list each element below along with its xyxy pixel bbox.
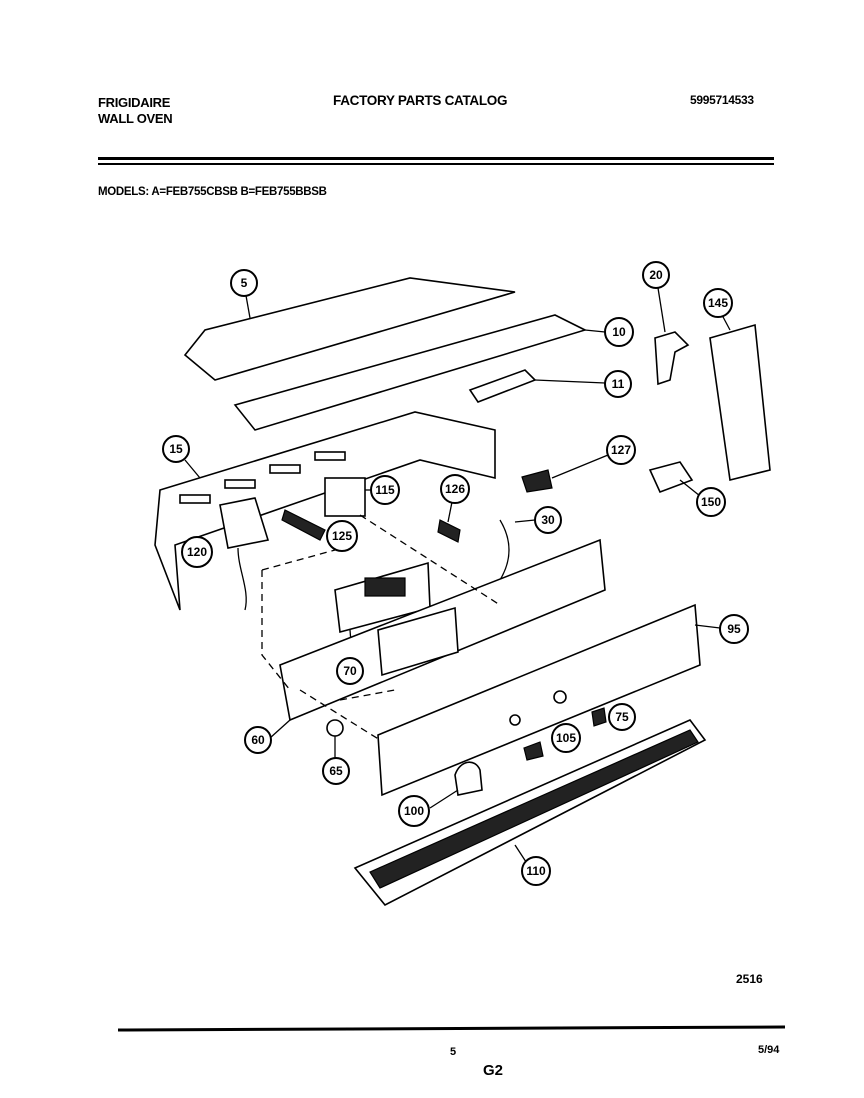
part-126-fuse bbox=[437, 501, 461, 543]
callout-145: 145 bbox=[703, 288, 733, 318]
svg-text:110: 110 bbox=[526, 864, 546, 878]
part-120-thermostat bbox=[219, 497, 270, 611]
svg-text:120: 120 bbox=[187, 545, 207, 559]
callout-5: 5 bbox=[230, 269, 258, 297]
svg-text:145: 145 bbox=[708, 296, 728, 310]
part-mount-bracket bbox=[654, 287, 690, 386]
svg-text:75: 75 bbox=[615, 710, 629, 724]
callout-100: 100 bbox=[398, 795, 430, 827]
svg-text:11: 11 bbox=[612, 377, 625, 391]
part-small-bracket bbox=[468, 369, 606, 403]
revision-date: 5/94 bbox=[758, 1044, 780, 1056]
part-65-knob bbox=[326, 719, 344, 758]
models-line: MODELS: A=FEB755CBSB B=FEB755BBSB bbox=[98, 186, 327, 198]
footer-rule bbox=[117, 1025, 786, 1032]
part-vent-panel bbox=[154, 411, 496, 611]
callout-75: 75 bbox=[608, 703, 636, 731]
svg-text:150: 150 bbox=[701, 495, 721, 509]
callout-95: 95 bbox=[719, 614, 749, 644]
callout-70: 70 bbox=[336, 657, 364, 685]
page-number: 5 bbox=[450, 1046, 457, 1058]
svg-text:127: 127 bbox=[611, 443, 631, 457]
callout-15: 15 bbox=[162, 435, 190, 463]
svg-text:15: 15 bbox=[169, 442, 183, 456]
part-127-sensor bbox=[521, 454, 609, 493]
callout-127: 127 bbox=[606, 435, 636, 465]
part-115-switch bbox=[324, 477, 372, 517]
callout-110: 110 bbox=[521, 856, 551, 886]
svg-text:100: 100 bbox=[404, 804, 424, 818]
callout-30: 30 bbox=[534, 506, 562, 534]
callout-120: 120 bbox=[181, 536, 213, 568]
svg-text:65: 65 bbox=[329, 764, 343, 778]
part-125-fuse bbox=[281, 509, 326, 541]
callout-115: 115 bbox=[370, 475, 400, 505]
brand-name: FRIGIDAIRE bbox=[98, 95, 171, 110]
svg-text:126: 126 bbox=[445, 482, 465, 496]
svg-text:95: 95 bbox=[727, 622, 741, 636]
svg-text:10: 10 bbox=[612, 325, 626, 339]
callout-65: 65 bbox=[322, 757, 350, 785]
assembly-dashed-lines bbox=[261, 514, 501, 741]
callout-150: 150 bbox=[696, 487, 726, 517]
part-95-control-panel bbox=[377, 603, 721, 797]
section-code: G2 bbox=[483, 1062, 504, 1079]
part-top-rail bbox=[233, 314, 606, 431]
brand-block: FRIGIDAIRE WALL OVEN bbox=[98, 95, 173, 127]
callout-125: 125 bbox=[326, 520, 358, 552]
callout-126: 126 bbox=[440, 474, 470, 504]
figure-code: 2516 bbox=[736, 972, 763, 986]
callout-10: 10 bbox=[604, 317, 634, 347]
callout-20: 20 bbox=[642, 261, 670, 289]
svg-text:70: 70 bbox=[343, 664, 357, 678]
callout-105: 105 bbox=[551, 723, 581, 753]
header-rule-bottom bbox=[98, 163, 774, 165]
svg-text:105: 105 bbox=[556, 731, 576, 745]
callout-60: 60 bbox=[244, 726, 272, 754]
part-30-wire bbox=[499, 519, 536, 581]
product-type: WALL OVEN bbox=[98, 111, 173, 126]
svg-text:125: 125 bbox=[332, 529, 352, 543]
catalog-title: FACTORY PARTS CATALOG bbox=[333, 93, 508, 108]
callout-11: 11 bbox=[604, 370, 632, 398]
svg-text:5: 5 bbox=[241, 276, 248, 290]
svg-text:115: 115 bbox=[375, 483, 395, 497]
svg-text:30: 30 bbox=[541, 513, 555, 527]
svg-text:60: 60 bbox=[251, 733, 265, 747]
part-150-switch bbox=[648, 461, 701, 497]
part-110-trim-bar bbox=[353, 719, 707, 907]
part-105-knob bbox=[523, 741, 544, 761]
part-side-channel bbox=[709, 314, 771, 481]
catalog-number: 5995714533 bbox=[690, 93, 754, 107]
svg-text:20: 20 bbox=[649, 268, 663, 282]
header-rule-top bbox=[98, 157, 774, 160]
part-100-handle bbox=[429, 761, 483, 809]
part-75-knob bbox=[591, 707, 607, 727]
